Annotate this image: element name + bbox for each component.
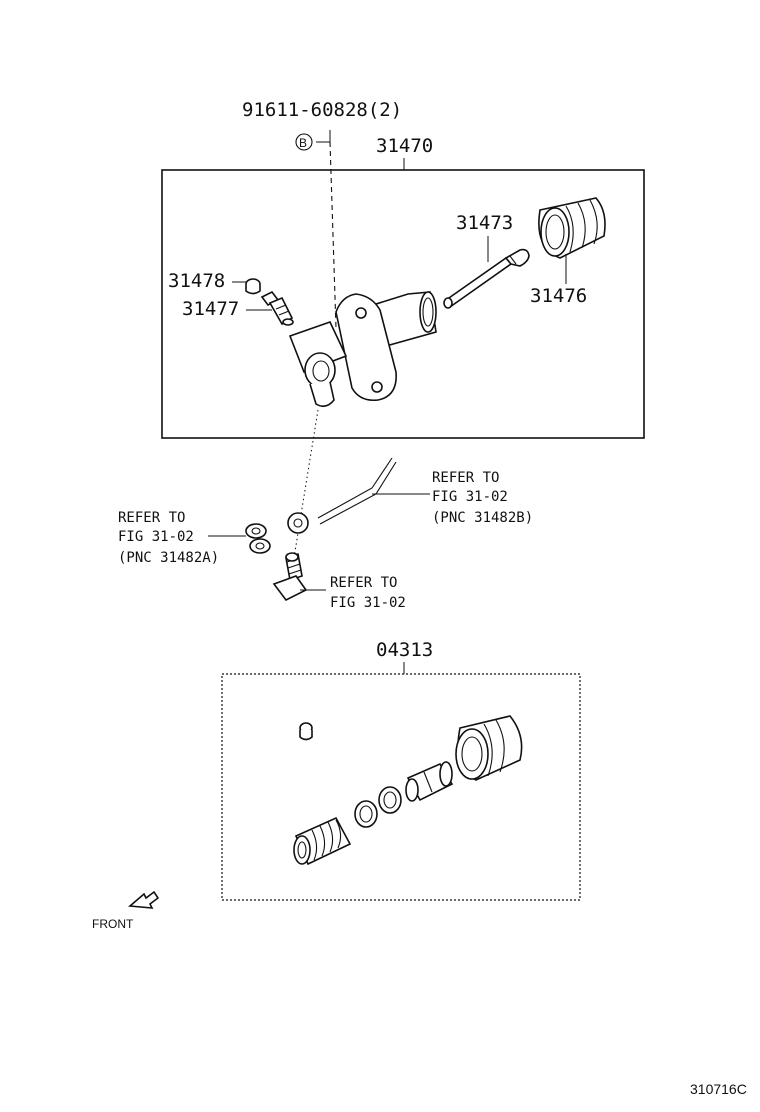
union-bolt bbox=[272, 552, 308, 602]
figure-code: 310716C bbox=[690, 1081, 747, 1097]
front-label: FRONT bbox=[92, 917, 134, 931]
cap-label: 31478 bbox=[168, 270, 225, 292]
refer-left-line3: (PNC 31482A) bbox=[118, 550, 219, 566]
refer-left-line2: FIG 31-02 bbox=[118, 529, 194, 545]
release-cylinder-body bbox=[288, 291, 437, 408]
kit-boot bbox=[455, 715, 523, 781]
kit-cup-seals bbox=[354, 786, 402, 828]
refer-right-line1: REFER TO bbox=[432, 470, 499, 486]
assembly-label: 31470 bbox=[376, 135, 433, 157]
assembly-box bbox=[161, 169, 645, 439]
dust-boot bbox=[538, 197, 606, 259]
refer-right-line2: FIG 31-02 bbox=[432, 489, 508, 505]
kit-piston bbox=[405, 761, 454, 802]
kit-cap bbox=[299, 722, 313, 741]
refer-left-line1: REFER TO bbox=[118, 510, 185, 526]
kit-box bbox=[221, 673, 581, 901]
bolt-marker-b: B bbox=[295, 133, 313, 151]
bleeder-plug bbox=[260, 290, 294, 326]
kit-spring bbox=[293, 816, 352, 866]
gasket-pair bbox=[245, 523, 271, 554]
rod-label: 31473 bbox=[456, 212, 513, 234]
push-rod bbox=[443, 248, 530, 309]
bolt-ref-label: 91611-60828(2) bbox=[242, 99, 402, 121]
refer-bottom-line2: FIG 31-02 bbox=[330, 595, 406, 611]
hydraulic-tube bbox=[287, 457, 397, 534]
bleeder-label: 31477 bbox=[182, 298, 239, 320]
front-arrow-icon bbox=[128, 890, 160, 909]
boot-label: 31476 bbox=[530, 285, 587, 307]
refer-right-line3: (PNC 31482B) bbox=[432, 510, 533, 526]
refer-bottom-line1: REFER TO bbox=[330, 575, 397, 591]
bleeder-cap bbox=[245, 278, 261, 295]
kit-label: 04313 bbox=[376, 639, 433, 661]
bolt-marker-text: B bbox=[299, 136, 307, 150]
bolt-dashed-line bbox=[329, 141, 337, 329]
